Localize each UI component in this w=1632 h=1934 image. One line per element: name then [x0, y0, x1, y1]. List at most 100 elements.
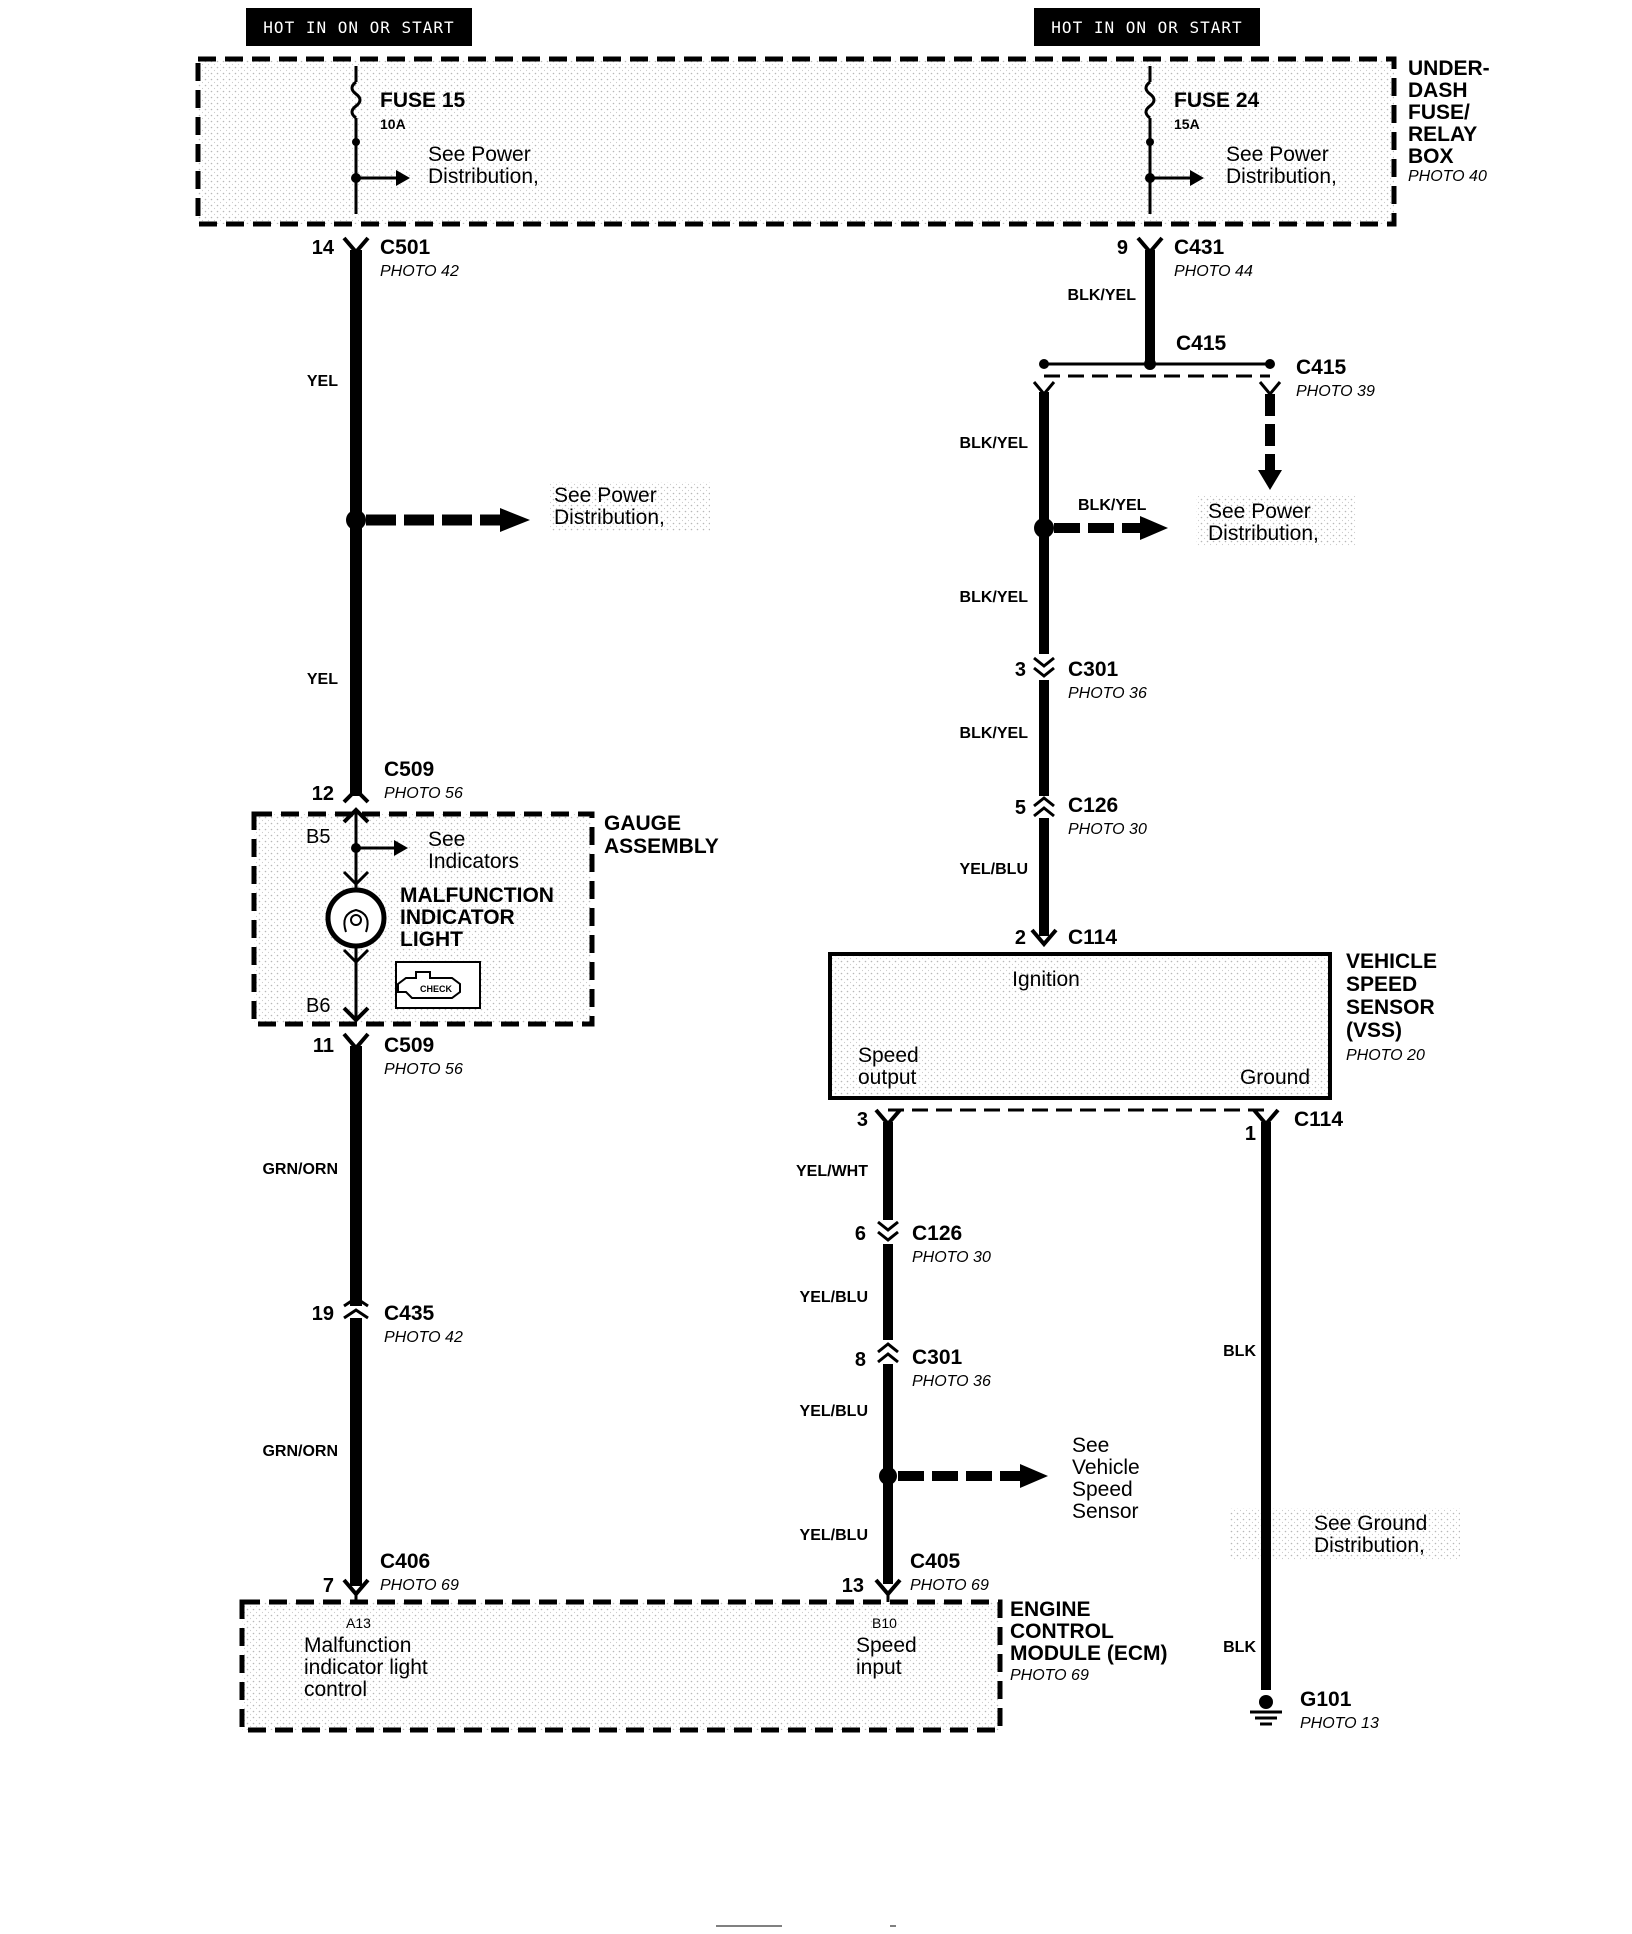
svg-text:Ignition: Ignition [1012, 968, 1080, 991]
svg-text:BLK/YEL: BLK/YEL [1078, 497, 1147, 514]
svg-text:3: 3 [1015, 659, 1026, 681]
fuse-box-photo: PHOTO 40 [1408, 168, 1487, 185]
svg-text:C406: C406 [380, 1550, 430, 1573]
svg-text:UNDER-: UNDER- [1408, 57, 1490, 80]
svg-text:13: 13 [842, 1575, 864, 1597]
svg-text:6: 6 [855, 1223, 866, 1245]
svg-text:CHECK: CHECK [420, 984, 453, 994]
svg-text:C435: C435 [384, 1302, 435, 1325]
svg-text:C126: C126 [1068, 794, 1118, 817]
svg-text:(VSS): (VSS) [1346, 1019, 1402, 1042]
svg-text:SENSOR: SENSOR [1346, 996, 1435, 1019]
fuse-24: FUSE 24 15A See Power Distribution, [1144, 66, 1337, 214]
svg-text:See: See [1072, 1434, 1109, 1457]
svg-text:See Power: See Power [428, 143, 531, 166]
svg-text:Vehicle: Vehicle [1072, 1456, 1140, 1479]
svg-text:11: 11 [313, 1035, 334, 1057]
svg-text:Speed: Speed [1072, 1478, 1133, 1501]
fuse-relay-box: UNDER- DASH FUSE/ RELAY BOX PHOTO 40 [195, 56, 1490, 227]
svg-text:GRN/ORN: GRN/ORN [262, 1443, 338, 1460]
hot-label-left: HOT IN ON OR START [246, 8, 472, 46]
svg-text:PHOTO 36: PHOTO 36 [912, 1373, 991, 1390]
svg-text:BLK/YEL: BLK/YEL [1068, 287, 1137, 304]
svg-text:C301: C301 [1068, 658, 1119, 681]
svg-text:8: 8 [855, 1349, 866, 1371]
svg-text:A13: A13 [346, 1615, 371, 1631]
svg-text:C114: C114 [1294, 1108, 1343, 1131]
svg-text:C114: C114 [1068, 926, 1117, 949]
svg-text:G101: G101 [1300, 1688, 1352, 1711]
svg-text:See Power: See Power [1208, 500, 1311, 523]
svg-text:See Ground: See Ground [1314, 1512, 1427, 1535]
svg-text:1: 1 [1245, 1123, 1256, 1145]
svg-text:YEL/BLU: YEL/BLU [800, 1289, 868, 1306]
svg-text:FUSE/: FUSE/ [1408, 101, 1470, 124]
svg-text:C509: C509 [384, 1034, 434, 1057]
svg-text:indicator light: indicator light [304, 1656, 428, 1679]
ground-symbol-icon [1250, 1695, 1282, 1726]
vss-output-circuit: 3 YEL/WHT 6 C126 PHOTO 30 YEL/BLU 8 C301… [796, 1108, 1266, 1608]
svg-text:YEL: YEL [307, 373, 338, 390]
svg-text:ENGINE: ENGINE [1010, 1598, 1091, 1621]
gauge-assembly: GAUGE ASSEMBLY B5 See Indicators MALFUNC… [251, 807, 719, 1027]
svg-text:C126: C126 [912, 1222, 962, 1245]
svg-text:Distribution,: Distribution, [1314, 1534, 1425, 1557]
svg-text:Ground: Ground [1240, 1066, 1310, 1089]
svg-text:MODULE (ECM): MODULE (ECM) [1010, 1642, 1167, 1665]
svg-text:PHOTO 69: PHOTO 69 [380, 1577, 459, 1594]
svg-text:FUSE 15: FUSE 15 [380, 89, 466, 112]
svg-text:Distribution,: Distribution, [1226, 165, 1337, 188]
svg-text:2: 2 [1015, 927, 1026, 949]
svg-text:See: See [428, 828, 465, 851]
svg-text:BLK/YEL: BLK/YEL [960, 589, 1029, 606]
svg-text:YEL/BLU: YEL/BLU [800, 1403, 868, 1420]
svg-text:BOX: BOX [1408, 145, 1454, 168]
svg-text:input: input [856, 1656, 902, 1679]
bulb-icon [325, 887, 387, 949]
svg-text:Distribution,: Distribution, [1208, 522, 1319, 545]
svg-text:Distribution,: Distribution, [554, 506, 665, 529]
svg-text:RELAY: RELAY [1408, 123, 1477, 146]
svg-text:Distribution,: Distribution, [428, 165, 539, 188]
svg-text:BLK/YEL: BLK/YEL [960, 725, 1029, 742]
svg-text:Indicators: Indicators [428, 850, 519, 873]
svg-text:HOT IN ON OR START: HOT IN ON OR START [263, 18, 454, 37]
svg-text:CONTROL: CONTROL [1010, 1620, 1114, 1643]
svg-text:3: 3 [857, 1109, 868, 1131]
svg-text:Malfunction: Malfunction [304, 1634, 411, 1657]
hot-label-right: HOT IN ON OR START [1034, 8, 1260, 46]
svg-text:B10: B10 [872, 1615, 897, 1631]
svg-text:GAUGE: GAUGE [604, 812, 681, 835]
svg-text:7: 7 [323, 1575, 334, 1597]
svg-text:output: output [858, 1066, 917, 1089]
svg-text:control: control [304, 1678, 367, 1701]
left-circuit: 14 C501 PHOTO 42 YEL YEL See Power Distr… [307, 236, 710, 805]
svg-text:14: 14 [312, 237, 335, 259]
svg-text:Speed: Speed [856, 1634, 917, 1657]
svg-text:PHOTO 36: PHOTO 36 [1068, 685, 1147, 702]
svg-text:YEL/BLU: YEL/BLU [800, 1527, 868, 1544]
svg-text:YEL/WHT: YEL/WHT [796, 1163, 868, 1180]
fuse-15: FUSE 15 10A See Power Distribution, [350, 66, 539, 214]
svg-text:PHOTO 69: PHOTO 69 [910, 1577, 989, 1594]
svg-text:12: 12 [312, 783, 334, 805]
svg-text:DASH: DASH [1408, 79, 1468, 102]
svg-text:C431: C431 [1174, 236, 1225, 259]
svg-text:19: 19 [312, 1303, 334, 1325]
svg-text:ASSEMBLY: ASSEMBLY [604, 835, 719, 858]
svg-text:GRN/ORN: GRN/ORN [262, 1161, 338, 1178]
svg-text:C301: C301 [912, 1346, 963, 1369]
svg-text:PHOTO 30: PHOTO 30 [912, 1249, 991, 1266]
svg-text:See Power: See Power [554, 484, 657, 507]
svg-text:PHOTO 56: PHOTO 56 [384, 1061, 463, 1078]
svg-text:B5: B5 [306, 826, 330, 848]
svg-text:PHOTO 42: PHOTO 42 [384, 1329, 463, 1346]
svg-text:PHOTO 69: PHOTO 69 [1010, 1667, 1089, 1684]
svg-text:Sensor: Sensor [1072, 1500, 1139, 1523]
svg-text:5: 5 [1015, 797, 1026, 819]
svg-text:9: 9 [1117, 237, 1128, 259]
svg-text:Speed: Speed [858, 1044, 919, 1067]
vehicle-speed-sensor: Ignition Speed output Ground VEHICLE SPE… [828, 950, 1437, 1100]
svg-text:BLK: BLK [1223, 1343, 1256, 1360]
